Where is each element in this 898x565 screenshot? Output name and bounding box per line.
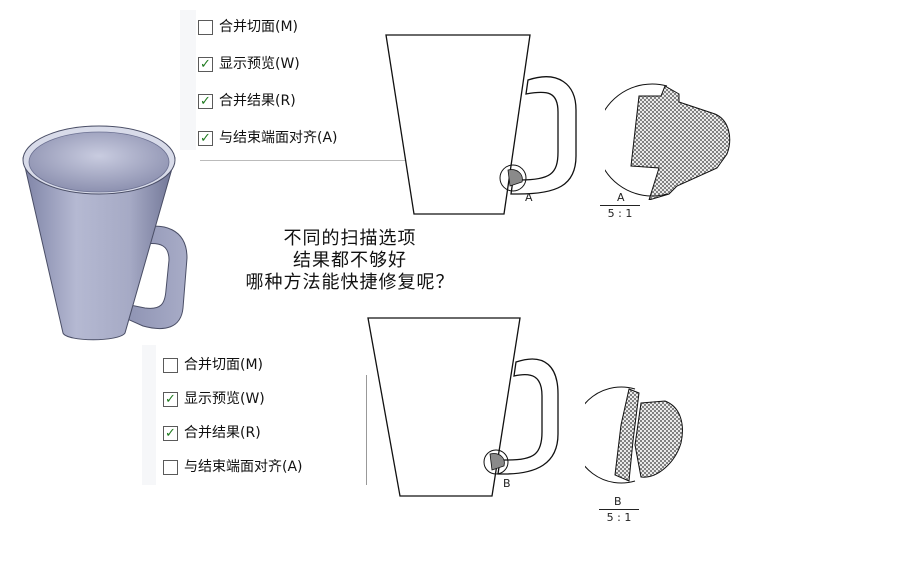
bottom-checkbox-align-end-face[interactable] (163, 459, 178, 475)
top-option-merge-faces[interactable]: 合并切面(M) (198, 18, 298, 36)
top-option-show-preview[interactable]: 显示预览(W) (198, 55, 300, 73)
bottom-option-label: 与结束端面对齐(A) (184, 459, 303, 475)
caption-line-3: 哪种方法能快捷修复呢？ (245, 272, 455, 293)
bottom-option-label: 合并结果(R) (184, 425, 261, 441)
top-option-align-end-face[interactable]: 与结束端面对齐(A) (198, 129, 338, 147)
bottom-panel-strip (142, 345, 156, 485)
top-option-label: 与结束端面对齐(A) (219, 130, 338, 146)
top-checkbox-show-preview[interactable] (198, 56, 213, 72)
section-marker-b: B (503, 477, 511, 490)
bottom-checkbox-merge-result[interactable] (163, 425, 178, 441)
scale-rule (599, 509, 639, 510)
top-checkbox-merge-result[interactable] (198, 93, 213, 109)
bottom-option-show-preview[interactable]: 显示预览(W) (163, 390, 265, 408)
top-checkbox-merge-faces[interactable] (198, 19, 213, 35)
bottom-panel-divider (366, 375, 367, 485)
detail-scale-b: 5 : 1 (599, 507, 639, 524)
top-panel-divider (200, 160, 410, 161)
bottom-checkbox-show-preview[interactable] (163, 391, 178, 407)
mug-drawing-top (385, 34, 577, 215)
scale-rule (600, 205, 640, 206)
bottom-option-label: 显示预览(W) (184, 391, 265, 407)
bottom-checkbox-merge-faces[interactable] (163, 357, 178, 373)
top-option-label: 显示预览(W) (219, 56, 300, 72)
bottom-option-align-end-face[interactable]: 与结束端面对齐(A) (163, 458, 303, 476)
top-option-merge-result[interactable]: 合并结果(R) (198, 92, 296, 110)
bottom-option-label: 合并切面(M) (184, 357, 264, 373)
top-panel-strip (180, 10, 196, 150)
detail-view-b (585, 386, 683, 484)
caption-line-1: 不同的扫描选项 (283, 228, 417, 249)
scale-text: 5 : 1 (607, 207, 633, 220)
top-checkbox-align-end-face[interactable] (198, 130, 213, 146)
bottom-option-merge-faces[interactable]: 合并切面(M) (163, 356, 263, 374)
mug-drawing-bottom (367, 317, 559, 497)
top-option-label: 合并结果(R) (219, 93, 296, 109)
bottom-option-merge-result[interactable]: 合并结果(R) (163, 424, 261, 442)
detail-scale-a: 5 : 1 (600, 203, 640, 220)
mug-3d-render (22, 125, 188, 341)
question-caption: 不同的扫描选项 结果都不够好 哪种方法能快捷修复呢？ (205, 228, 495, 294)
scale-text: 5 : 1 (606, 511, 632, 524)
detail-label-b: B (614, 495, 622, 508)
top-option-label: 合并切面(M) (219, 19, 299, 35)
detail-view-a (605, 83, 731, 200)
section-marker-a: A (525, 191, 533, 204)
detail-label-a: A (617, 191, 625, 204)
caption-line-2: 结果都不够好 (293, 250, 407, 271)
